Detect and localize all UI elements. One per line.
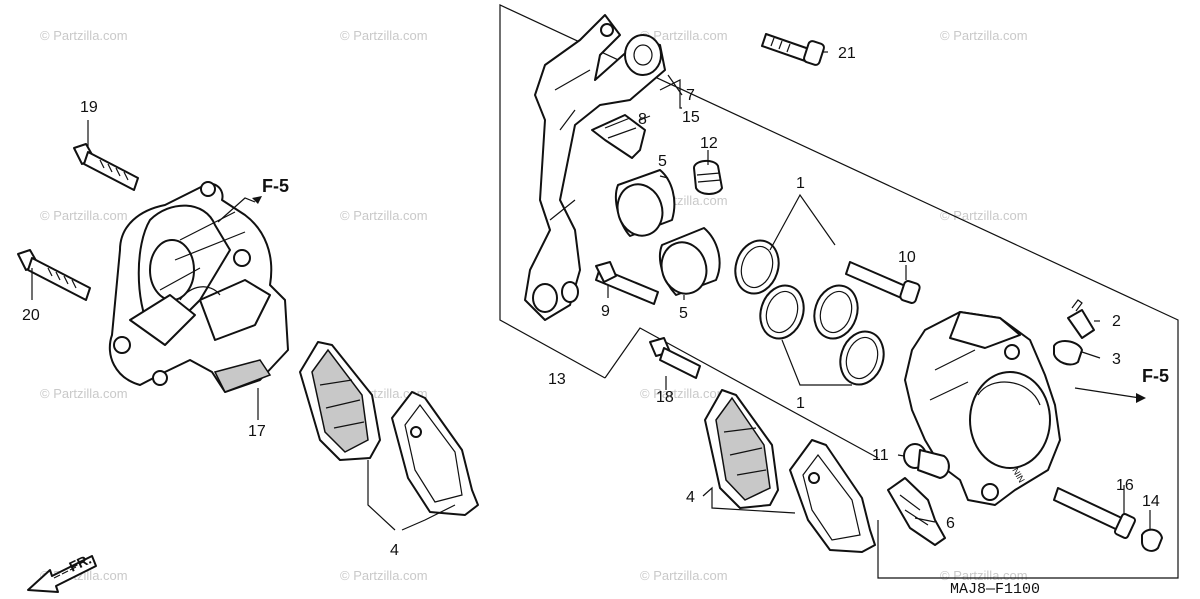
- callout-1-lower[interactable]: 1: [796, 395, 805, 412]
- bolt-20: [17, 249, 91, 301]
- pad-spring-6: [887, 477, 946, 546]
- callout-17[interactable]: 17: [248, 423, 266, 440]
- boot-12: [693, 160, 723, 195]
- pad-spring-8: [591, 114, 646, 159]
- callout-12[interactable]: 12: [700, 135, 718, 152]
- plug-14: [1141, 528, 1163, 552]
- left-brake-pad-front: [299, 341, 381, 461]
- callout-13[interactable]: 13: [548, 371, 566, 388]
- piston-upper: [614, 169, 676, 237]
- pin-10: [845, 261, 921, 304]
- watermark-text: © Partzilla.com: [340, 28, 428, 43]
- watermark-text: © Partzilla.com: [640, 386, 728, 401]
- callout-5-upper[interactable]: 5: [658, 153, 667, 170]
- arrow-icon: [1136, 393, 1146, 403]
- watermark-text: © Partzilla.com: [40, 208, 128, 223]
- callout-18[interactable]: 18: [656, 389, 674, 406]
- pin-16: [1053, 487, 1137, 539]
- callout-16[interactable]: 16: [1116, 477, 1134, 494]
- callout-10[interactable]: 10: [898, 249, 916, 266]
- callout-7[interactable]: 7: [686, 87, 695, 104]
- callout-2[interactable]: 2: [1112, 313, 1121, 330]
- leader-lines: [31, 51, 1151, 531]
- bolt-18: [649, 337, 701, 379]
- callout-9[interactable]: 9: [601, 303, 610, 320]
- front-direction-indicator: FR.: [27, 551, 97, 593]
- seals-1: [734, 239, 885, 386]
- callout-1-upper[interactable]: 1: [796, 175, 805, 192]
- bolt-19: [73, 143, 139, 191]
- callout-15[interactable]: 15: [682, 109, 700, 126]
- ref-label-right[interactable]: F-5: [1142, 366, 1169, 386]
- left-brake-pad-rear: [391, 391, 479, 516]
- watermark-text: © Partzilla.com: [40, 28, 128, 43]
- callout-21[interactable]: 21: [838, 45, 856, 62]
- watermark-text: © Partzilla.com: [640, 568, 728, 583]
- bleeder-2: [1067, 299, 1095, 339]
- callout-19[interactable]: 19: [80, 99, 98, 116]
- right-caliper-body: NIN: [904, 311, 1061, 506]
- callout-4-left[interactable]: 4: [390, 542, 399, 559]
- callout-11[interactable]: 11: [872, 447, 889, 464]
- left-caliper-assembly: [17, 143, 479, 516]
- exploded-boundary-inner: [604, 327, 879, 459]
- watermark-text: © Partzilla.com: [340, 208, 428, 223]
- watermark-text: © Partzilla.com: [640, 28, 728, 43]
- caliper-bracket: [524, 14, 666, 321]
- watermark-text: © Partzilla.com: [40, 386, 128, 401]
- right-brake-pad-front: [704, 389, 779, 509]
- callouts: 19 20 17 4 21 7 15 8 12 5 1 10 9 5 2 3 1…: [22, 45, 1160, 559]
- callout-20[interactable]: 20: [22, 307, 40, 324]
- exploded-boundary: [499, 4, 1179, 579]
- callout-6[interactable]: 6: [946, 515, 955, 532]
- callout-8[interactable]: 8: [638, 111, 647, 128]
- watermark-text: © Partzilla.com: [940, 28, 1028, 43]
- cap-3: [1053, 340, 1083, 366]
- pin-9: [595, 261, 659, 305]
- bushing-11: [903, 443, 950, 479]
- watermark-text: © Partzilla.com: [340, 568, 428, 583]
- ref-label-left[interactable]: F-5: [262, 176, 289, 196]
- piston-lower: [658, 227, 721, 296]
- callout-3[interactable]: 3: [1112, 351, 1121, 368]
- callout-4-right[interactable]: 4: [686, 489, 695, 506]
- diagram-code: MAJ8—F1100: [950, 581, 1040, 598]
- bolt-21: [761, 33, 825, 66]
- callout-5-lower[interactable]: 5: [679, 305, 688, 322]
- arrow-icon: [252, 196, 262, 204]
- watermark-text: © Partzilla.com: [940, 568, 1028, 583]
- left-caliper-body: [108, 181, 289, 393]
- right-brake-pad-rear: [789, 439, 876, 553]
- callout-14[interactable]: 14: [1142, 493, 1160, 510]
